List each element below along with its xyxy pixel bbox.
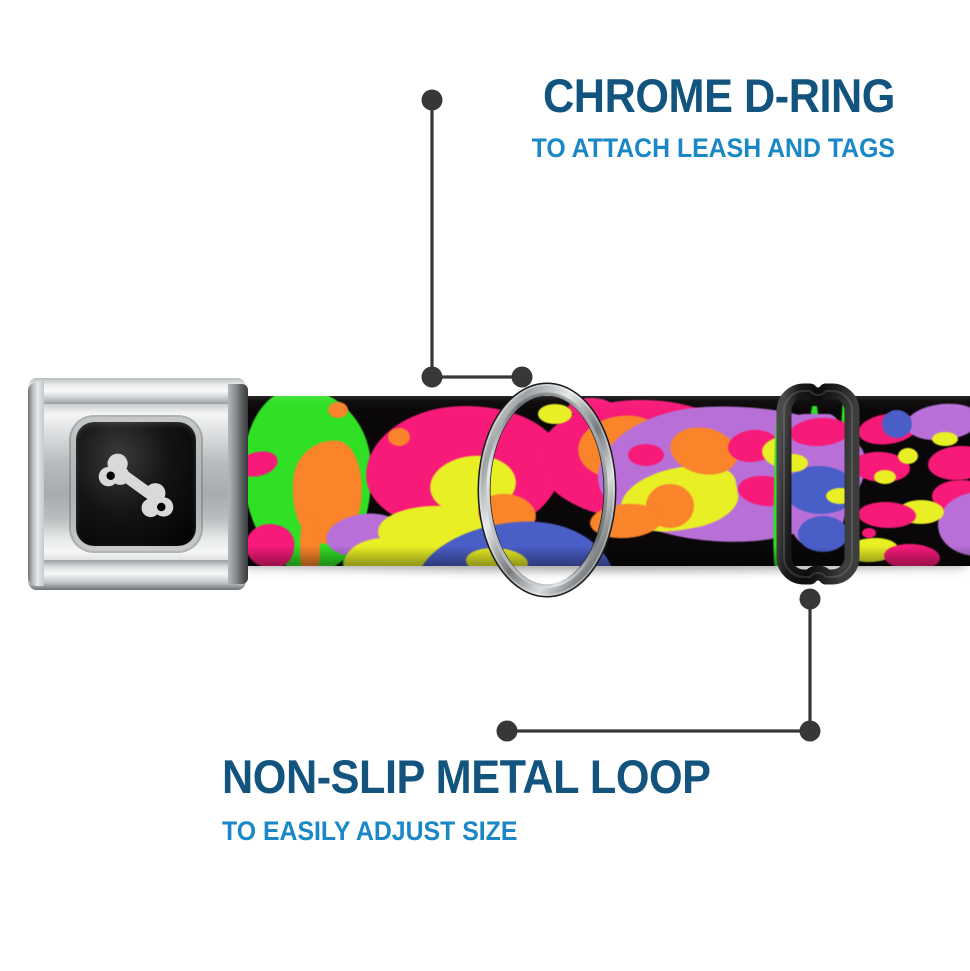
- metal-slide-loop: [770, 383, 866, 585]
- leader-dot-end: [496, 720, 518, 742]
- paint-splatter: [538, 404, 572, 424]
- paint-splatter: [874, 470, 896, 484]
- dog-bone-icon: [98, 453, 174, 518]
- paint-splatter: [798, 516, 848, 552]
- dog-collar-product: [0, 376, 970, 601]
- seatbelt-buckle: [28, 378, 248, 590]
- paint-splatter: [898, 448, 918, 464]
- buckle-left-edge: [28, 382, 44, 586]
- callout-subtitle: TO ATTACH LEASH AND TAGS: [531, 133, 895, 163]
- paint-splatter: [300, 516, 320, 566]
- leader-dot-start: [421, 89, 443, 111]
- callout-chrome-d-ring: CHROME D-RING TO ATTACH LEASH AND TAGS: [500, 69, 896, 163]
- paint-splatter: [883, 542, 941, 566]
- callout-non-slip-metal-loop: NON-SLIP METAL LOOP TO EASILY ADJUST SIZ…: [222, 753, 753, 845]
- chrome-d-ring: [474, 376, 620, 600]
- collar-drop-shadow: [250, 564, 950, 578]
- paint-splatter: [862, 528, 876, 538]
- callout-title: NON-SLIP METAL LOOP: [222, 750, 711, 803]
- paint-splatter: [926, 443, 970, 483]
- callout-title: CHROME D-RING: [543, 69, 895, 122]
- leader-non-slip-metal-loop: [496, 588, 821, 742]
- paint-splatter: [328, 402, 348, 418]
- paint-splatter: [932, 432, 958, 446]
- callout-subtitle: TO EASILY ADJUST SIZE: [222, 816, 518, 846]
- buckle-logo-plate: [76, 422, 196, 546]
- buckle-right-edge: [228, 384, 248, 584]
- paint-splatter: [882, 410, 912, 438]
- paint-splatter: [388, 428, 410, 446]
- leader-dot-corner: [799, 720, 821, 742]
- paint-splatter: [628, 444, 664, 466]
